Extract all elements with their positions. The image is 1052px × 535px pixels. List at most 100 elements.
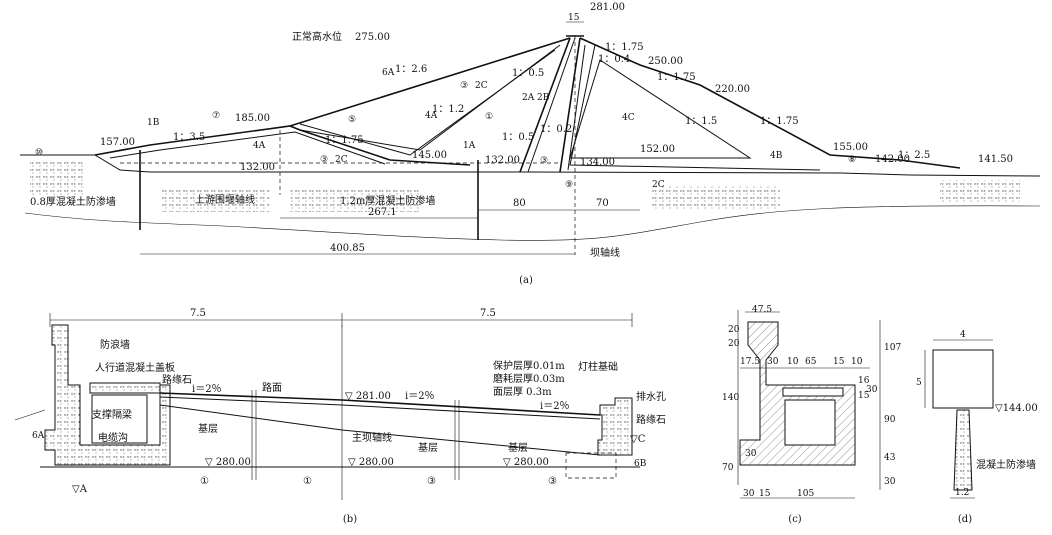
elev-220: 220.00 bbox=[715, 84, 750, 95]
core-downstream-2 bbox=[567, 44, 586, 171]
bottom-zone: ③ bbox=[548, 476, 557, 487]
elev-141-5: 141.50 bbox=[978, 154, 1013, 165]
dim-label: 30 bbox=[743, 489, 755, 499]
zone-label: ① bbox=[485, 112, 493, 122]
dim-label: 15 bbox=[858, 391, 870, 401]
zone-label: 2C bbox=[475, 81, 488, 91]
alluvium-mid1 bbox=[160, 190, 270, 212]
zone-label: 2B bbox=[537, 93, 550, 103]
road-surface-label: 路面 bbox=[262, 381, 282, 394]
elev-132a: 132.00 bbox=[240, 162, 275, 173]
zone-label: 1B bbox=[147, 118, 160, 128]
dam-downstream-face bbox=[579, 37, 961, 169]
zone-label: 4B bbox=[770, 151, 783, 161]
elev-134: 134.00 bbox=[580, 157, 615, 168]
caption-b: (b) bbox=[343, 514, 357, 525]
dim-label: 20 bbox=[728, 339, 740, 349]
dim-label: 105 bbox=[797, 489, 814, 499]
sidewalk-cover bbox=[89, 382, 161, 394]
surface-layer-label: 面层厚 0.3m bbox=[493, 386, 552, 398]
slope-label: 1：1.75 bbox=[760, 116, 799, 127]
slope-label: 1：2.6 bbox=[395, 64, 427, 75]
right-dash-box bbox=[565, 452, 617, 479]
slope-right-label: i＝2％ bbox=[540, 401, 570, 412]
dim-400: 400.85 bbox=[330, 243, 365, 254]
downstream-filter bbox=[569, 44, 821, 171]
slope-label: 1：1.75 bbox=[657, 72, 696, 83]
core-downstream bbox=[559, 37, 581, 173]
mark-c-label: ▽C bbox=[630, 434, 646, 445]
lamp-base bbox=[597, 397, 633, 456]
zone-4c-boundary bbox=[569, 59, 752, 159]
elev-157: 157.00 bbox=[100, 137, 135, 148]
wave-wall bbox=[44, 324, 171, 466]
dim-label: 20 bbox=[728, 325, 740, 335]
base-right-label: 基层 bbox=[508, 441, 528, 454]
zone-label: 2C bbox=[335, 155, 348, 165]
sidewalk-label: 人行道混凝土盖板 bbox=[95, 361, 175, 374]
figure-d-cutoff-wall: 4 5 ▽144.00 混凝土防渗墙 1.2 (d) bbox=[916, 330, 1038, 525]
figure-a-dam-section: 15 281.00 正常高水位 275.00 250.00 220.00 185… bbox=[20, 2, 1041, 286]
caption-d: (d) bbox=[958, 514, 972, 525]
break-mark bbox=[454, 400, 460, 480]
slope-label: 1：3.5 bbox=[173, 132, 205, 143]
dim-80: 80 bbox=[513, 198, 526, 209]
zone-label: ⑦ bbox=[212, 111, 220, 121]
zone-label: ③ bbox=[460, 81, 468, 91]
alluvium-mid2 bbox=[290, 190, 420, 212]
drain-hole-label: 排水孔 bbox=[636, 390, 666, 403]
figure-c-wave-wall-detail: 47.5 20 20 17.5 30 10 65 15 10 107 16 15… bbox=[722, 305, 901, 525]
dim-label: 47.5 bbox=[752, 305, 772, 315]
dam-axis-label: 坝轴线 bbox=[590, 246, 620, 259]
dim-label: 17.5 bbox=[740, 357, 760, 367]
zone-boundary-2 bbox=[299, 49, 556, 156]
zone-label: 1A bbox=[463, 141, 476, 151]
zone-label: 2C bbox=[652, 180, 665, 190]
wave-wall-label: 防浪墙 bbox=[100, 338, 130, 351]
slope-label: 1：0.2 bbox=[540, 124, 572, 135]
cap-width: 4 bbox=[960, 330, 966, 340]
zone-label: ⑩ bbox=[35, 148, 43, 158]
zone-label: 6A bbox=[382, 68, 395, 78]
elev-185: 185.00 bbox=[235, 113, 270, 124]
zone-label: ③ bbox=[540, 156, 548, 166]
zone-6b-label: 6B bbox=[634, 459, 647, 469]
slope-label: 1：0.5 bbox=[512, 68, 544, 79]
break-mark bbox=[251, 390, 257, 480]
elev-132b: 132.00 bbox=[485, 155, 520, 166]
foundation-line bbox=[20, 154, 1041, 177]
elev-280b-label: ▽ 280.00 bbox=[348, 457, 394, 468]
main-axis-label: 主坝轴线 bbox=[352, 431, 392, 444]
cap-height: 5 bbox=[916, 378, 922, 388]
core-upstream-2 bbox=[527, 37, 576, 173]
dim-267: 267.1 bbox=[368, 207, 397, 218]
cutoff-label: 混凝土防渗墙 bbox=[976, 458, 1036, 471]
cap-block bbox=[932, 349, 994, 409]
nhw-label: 正常高水位 bbox=[292, 30, 342, 43]
bottom-zone: ① bbox=[303, 476, 312, 487]
dim-label: 90 bbox=[884, 415, 896, 425]
zone-label: ⑧ bbox=[848, 155, 856, 165]
left-ext bbox=[14, 409, 46, 421]
bottom-zone: ① bbox=[200, 476, 209, 487]
dim-label: 140 bbox=[722, 393, 739, 403]
dim-label: 30 bbox=[767, 357, 779, 367]
alluvium-right1 bbox=[650, 185, 780, 210]
mark-a-label: ▽A bbox=[72, 484, 88, 495]
dim-label: 30 bbox=[866, 385, 878, 395]
dim-label: 15 bbox=[833, 357, 845, 367]
zone-label: 4C bbox=[622, 113, 635, 123]
wear-layer-label: 磨耗层厚0.03m bbox=[493, 373, 565, 385]
cutoff-12-label: 1.2m厚混凝土防渗墙 bbox=[340, 194, 435, 207]
dim-label: 43 bbox=[884, 453, 896, 463]
lamp-base-label: 灯柱基础 bbox=[578, 360, 618, 373]
support-beam-label: 支撑隔梁 bbox=[92, 408, 132, 421]
slope-label: 1：0.5 bbox=[502, 132, 534, 143]
zone-label: ③ bbox=[320, 155, 328, 165]
curb-left-label: 路缘石 bbox=[162, 373, 192, 386]
elev-280c-label: ▽ 280.00 bbox=[503, 457, 549, 468]
base-mid-label: 基层 bbox=[418, 441, 438, 454]
cutoff-wall-body bbox=[953, 409, 973, 491]
dim-label: 65 bbox=[805, 357, 817, 367]
